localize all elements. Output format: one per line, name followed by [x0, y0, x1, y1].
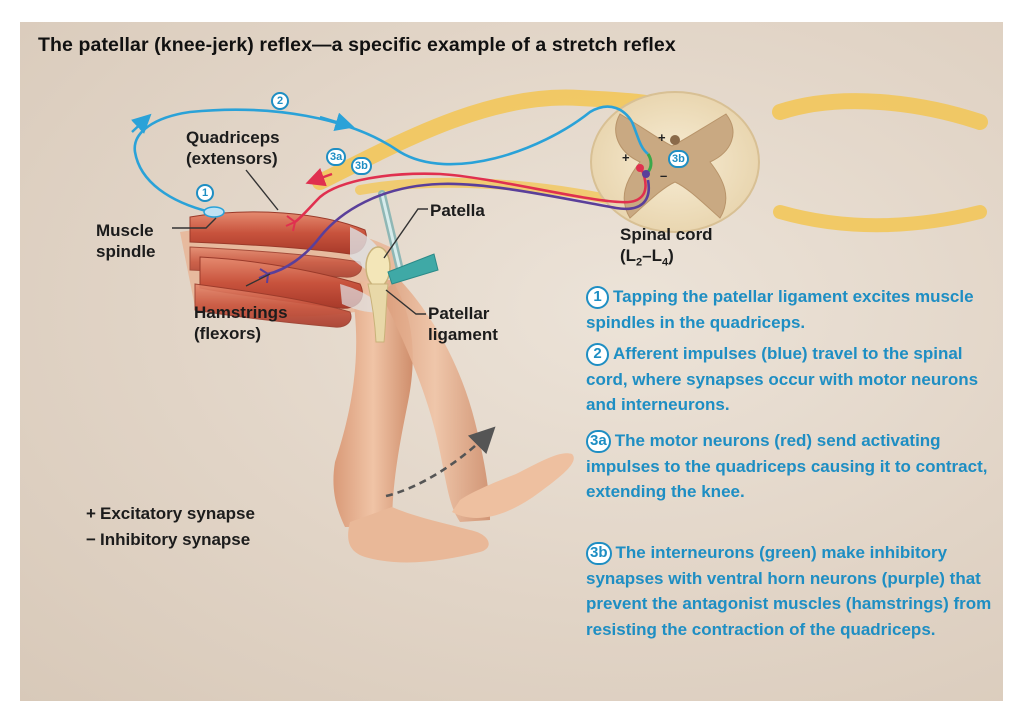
legend-excitatory-sign: +: [86, 504, 96, 523]
leg-movement-arrow: [385, 426, 496, 498]
muscle-spindle-label-line2: spindle: [96, 242, 156, 261]
legend-excitatory: +Excitatory synapse: [86, 504, 255, 524]
legend-inhibitory: −Inhibitory synapse: [86, 530, 250, 550]
patellar-ligament-label-line1: Patellar: [428, 304, 490, 323]
hamstrings-label: Hamstrings (flexors): [194, 302, 288, 344]
diagram-title: The patellar (knee-jerk) reflex—a specif…: [38, 34, 676, 56]
muscle-spindle-label-line1: Muscle: [96, 221, 154, 240]
patellar-ligament-label-line2: ligament: [428, 325, 498, 344]
afferent-fiber: [130, 105, 649, 218]
spinal-cord-label: Spinal cord (L2–L4): [620, 224, 713, 273]
marker-3b: 3b: [351, 157, 372, 175]
step-3a-badge: 3a: [586, 430, 611, 453]
step-2-badge: 2: [586, 343, 609, 366]
step-3b-badge: 3b: [586, 542, 612, 565]
step-3b-text: The interneurons (green) make inhibitory…: [586, 543, 992, 639]
synapse-minus: –: [660, 168, 668, 183]
patellar-ligament-label: Patellar ligament: [428, 303, 498, 345]
marker-3b-spinal: 3b: [668, 150, 689, 168]
marker-1: 1: [196, 184, 214, 202]
hamstrings-label-line2: (flexors): [194, 324, 262, 343]
legend-excitatory-text: Excitatory synapse: [100, 504, 255, 523]
step-1-badge: 1: [586, 286, 609, 309]
hamstrings-label-line1: Hamstrings: [194, 303, 288, 322]
leader-lines: [172, 169, 428, 315]
marker-3a: 3a: [326, 148, 347, 166]
quadriceps-label-line1: Quadriceps: [186, 128, 280, 147]
quadriceps-label-line2: (extensors): [186, 149, 278, 168]
spinal-level-label: (L2–L4): [620, 246, 674, 269]
marker-2: 2: [271, 92, 289, 110]
diagram-artwork: [130, 89, 988, 563]
spinal-cord-label-line1: Spinal cord: [620, 225, 713, 244]
knee-joint: [365, 246, 391, 343]
legend-inhibitory-text: Inhibitory synapse: [100, 530, 251, 549]
motor-fiber-quadriceps: [285, 168, 647, 232]
reflex-hammer: [378, 190, 439, 285]
legend-inhibitory-sign: −: [86, 530, 96, 549]
synapse-plus-left: +: [622, 150, 630, 165]
muscle-spindle-label: Muscle spindle: [96, 220, 156, 262]
step-2-text: Afferent impulses (blue) travel to the s…: [586, 344, 979, 414]
patella-label: Patella: [430, 201, 485, 220]
interneuron: [636, 153, 653, 178]
step-3a-text: The motor neurons (red) send activating …: [586, 431, 988, 501]
synapse-plus-top: +: [658, 130, 666, 145]
quadriceps-label: Quadriceps (extensors): [186, 127, 280, 169]
diagram-panel: The patellar (knee-jerk) reflex—a specif…: [20, 22, 1003, 701]
step-1-text: Tapping the patellar ligament excites mu…: [586, 287, 974, 332]
